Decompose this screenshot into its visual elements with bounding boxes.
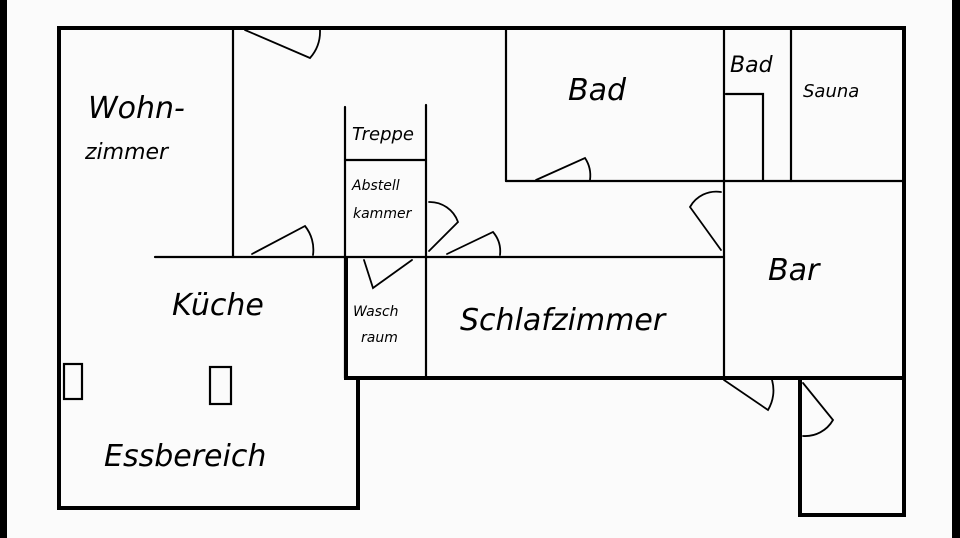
label-bar: Bar bbox=[768, 253, 821, 288]
door-wasch bbox=[363, 259, 413, 290]
label-wasch-2: raum bbox=[361, 330, 398, 346]
label-abstell-1: Abstell bbox=[351, 178, 400, 194]
column-left bbox=[62, 362, 84, 401]
label-bad: Bad bbox=[568, 73, 627, 108]
door-abstell bbox=[428, 201, 460, 252]
floor-plan-canvas: Wohn- zimmer Treppe Abstell kammer Bad B… bbox=[7, 0, 952, 538]
outer-wall-left bbox=[57, 26, 360, 510]
door-bad bbox=[535, 156, 592, 181]
door-wohnzimmer bbox=[251, 224, 315, 256]
label-wohnzimmer-1: Wohn- bbox=[88, 91, 185, 126]
door-top bbox=[244, 29, 321, 60]
column-kitchen bbox=[208, 365, 233, 406]
label-wasch-1: Wasch bbox=[353, 304, 399, 320]
wall-bad-small bbox=[724, 92, 765, 182]
label-wohnzimmer-2: zimmer bbox=[84, 140, 170, 165]
label-treppe: Treppe bbox=[352, 124, 414, 145]
label-kueche: Küche bbox=[172, 288, 264, 323]
label-essbereich: Essbereich bbox=[104, 439, 266, 474]
label-sauna: Sauna bbox=[803, 81, 859, 102]
door-bar bbox=[688, 190, 722, 251]
door-schlaf-top bbox=[446, 230, 502, 256]
floor-plan: Wohn- zimmer Treppe Abstell kammer Bad B… bbox=[57, 26, 906, 517]
door-annex bbox=[802, 382, 835, 437]
label-abstell-2: kammer bbox=[353, 206, 413, 222]
annex-wall bbox=[798, 376, 906, 517]
label-schlafzimmer: Schlafzimmer bbox=[460, 303, 667, 338]
door-bar-bottom bbox=[723, 379, 775, 412]
label-bad-small: Bad bbox=[730, 53, 774, 78]
